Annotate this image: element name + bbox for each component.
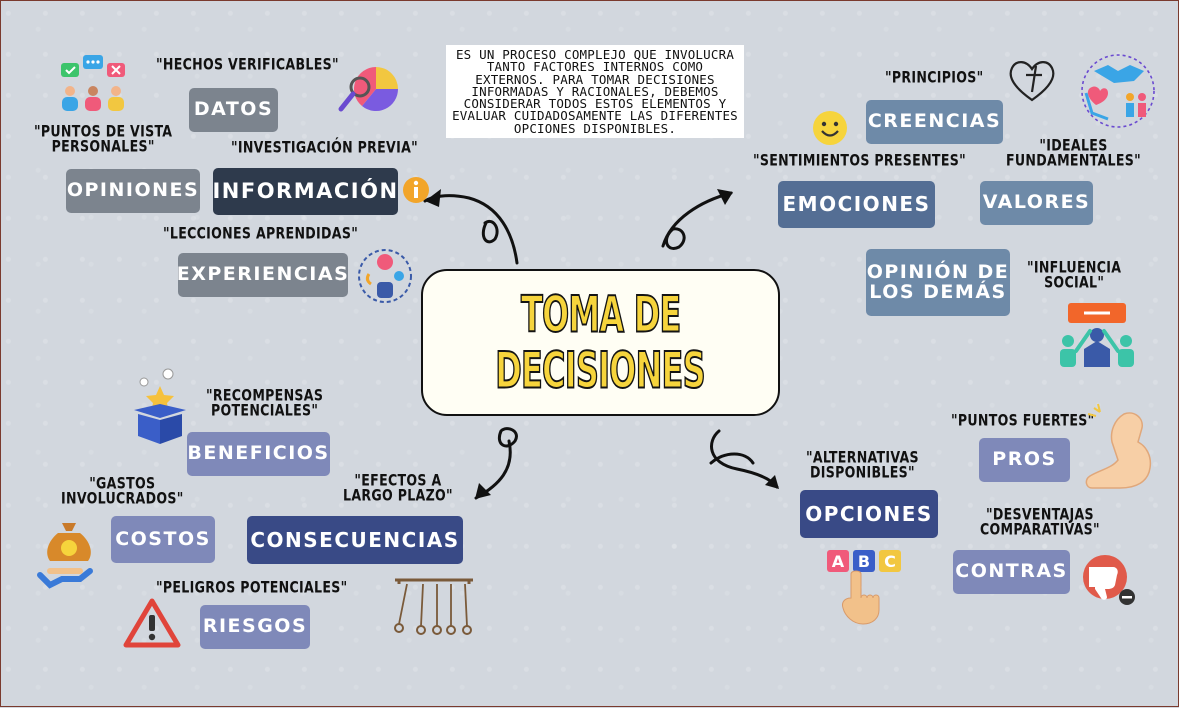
node-experiencias: EXPERIENCIAS — [177, 253, 348, 297]
node-riesgos: RIESGOS — [200, 605, 310, 649]
caption-recompensas-line1: "RECOMPENSAS — [206, 386, 324, 406]
node-consecuencias: CONSECUENCIAS — [247, 516, 463, 564]
caption-puntos-de-vista-line1: "PUNTOS DE VISTA — [34, 122, 173, 142]
caption-recompensas-line2: POTENCIALES" — [211, 401, 319, 421]
gift-star-icon — [134, 368, 186, 444]
node-informacion: INFORMACIÓN — [212, 168, 398, 215]
caption-investigacion-previa: "INVESTIGACIÓN PREVIA" — [231, 138, 419, 158]
handshake-values-icon — [1081, 54, 1155, 128]
brain-mind-icon — [358, 249, 412, 303]
caption-ideales-line1: "IDEALES — [1039, 136, 1108, 156]
node-opciones: OPCIONES — [800, 490, 938, 538]
arrow-to-opciones — [710, 429, 779, 489]
caption-influencia-social: "INFLUENCIA SOCIAL" — [1027, 258, 1122, 293]
caption-puntos-fuertes: "PUNTOS FUERTES" — [951, 411, 1095, 431]
node-costos: COSTOS — [111, 516, 215, 563]
opinion-demas-line2: LOS DEMÁS — [869, 280, 1007, 303]
description-text: ES UN PROCESO COMPLEJO QUE INVOLUCRA TAN… — [446, 45, 744, 139]
abc-c-letter: C — [884, 552, 896, 571]
node-opiniones: OPINIONES — [66, 169, 200, 213]
node-contras: CONTRAS — [953, 550, 1070, 594]
caption-peligros-potenciales: "PELIGROS POTENCIALES" — [156, 578, 348, 598]
opinion-demas-line1: OPINIÓN DE — [866, 260, 1010, 283]
caption-alternativas-line1: "ALTERNATIVAS — [806, 448, 919, 468]
newton-cradle-icon — [394, 578, 473, 635]
flexed-arm-icon — [1085, 403, 1152, 489]
node-valores: VALORES — [980, 181, 1093, 225]
node-creencias: CREENCIAS — [866, 100, 1003, 144]
abc-a-letter: A — [832, 552, 845, 571]
caption-recompensas-potenciales: "RECOMPENSAS POTENCIALES" — [206, 386, 324, 421]
node-beneficios: BENEFICIOS — [187, 432, 330, 476]
node-datos: DATOS — [189, 88, 278, 132]
chat-people-icon — [61, 55, 125, 111]
caption-desventajas-line1: "DESVENTAJAS — [985, 505, 1094, 525]
title-line-1: TOMA DE — [520, 285, 682, 345]
node-opinion-de-los-demas: OPINIÓN DE LOS DEMÁS — [866, 249, 1010, 316]
caption-sentimientos-presentes: "SENTIMIENTOS PRESENTES" — [753, 151, 966, 171]
arrow-to-emociones — [661, 191, 733, 248]
warning-icon — [123, 598, 181, 648]
money-bag-hand-icon — [37, 523, 93, 589]
central-topic: TOMA DE DECISIONES — [421, 269, 780, 416]
caption-desventajas-line2: COMPARATIVAS" — [980, 520, 1100, 540]
caption-desventajas-comparativas: "DESVENTAJAS COMPARATIVAS" — [980, 505, 1100, 540]
caption-puntos-de-vista-line2: PERSONALES" — [51, 137, 155, 157]
abc-choice-icon: A B C — [827, 550, 901, 625]
caption-efectos-line1: "EFECTOS A — [354, 471, 442, 491]
caption-alternativas-line2: DISPONIBLES" — [810, 463, 915, 483]
caption-gastos-line2: INVOLUCRADOS" — [61, 489, 184, 509]
abc-b-letter: B — [858, 552, 870, 571]
node-pros: PROS — [979, 438, 1070, 482]
smiley-icon — [813, 111, 847, 145]
caption-lecciones-aprendidas: "LECCIONES APRENDIDAS" — [163, 224, 359, 244]
caption-gastos-involucrados: "GASTOS INVOLUCRADOS" — [61, 474, 184, 509]
caption-influencia-line1: "INFLUENCIA — [1027, 258, 1122, 278]
caption-principios: "PRINCIPIOS" — [885, 68, 984, 88]
caption-efectos-largo-plazo: "EFECTOS A LARGO PLAZO" — [343, 471, 453, 506]
social-influence-icon — [1060, 303, 1134, 367]
caption-influencia-line2: SOCIAL" — [1044, 273, 1105, 293]
caption-efectos-line2: LARGO PLAZO" — [343, 486, 453, 506]
caption-ideales-line2: FUNDAMENTALES" — [1006, 151, 1141, 171]
caption-hechos-verificables: "HECHOS VERIFICABLES" — [156, 55, 339, 75]
heart-cross-icon — [1009, 61, 1055, 102]
node-emociones: EMOCIONES — [778, 181, 935, 228]
caption-ideales-fundamentales: "IDEALES FUNDAMENTALES" — [1006, 136, 1141, 171]
caption-puntos-de-vista: "PUNTOS DE VISTA PERSONALES" — [34, 122, 173, 157]
thumbs-down-icon — [1083, 555, 1135, 605]
info-icon — [403, 177, 429, 203]
title-line-2: DECISIONES — [495, 341, 707, 401]
caption-gastos-line1: "GASTOS — [89, 474, 156, 494]
caption-alternativas-disponibles: "ALTERNATIVAS DISPONIBLES" — [806, 448, 919, 483]
pie-chart-magnifier-icon — [338, 66, 399, 112]
